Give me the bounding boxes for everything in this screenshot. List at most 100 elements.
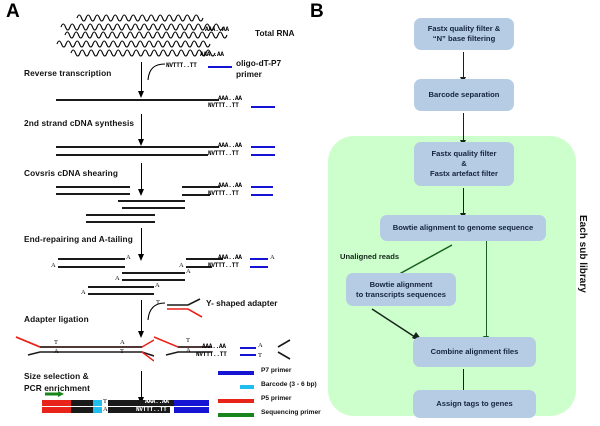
fragment <box>56 193 130 195</box>
flow-box-combine-alignment-files[interactable]: Combine alignment files <box>413 337 536 367</box>
flow-box-line1: Assign tags to genes <box>436 399 513 408</box>
insert-block <box>108 407 170 413</box>
step-label-second-strand: 2nd strand cDNA synthesis <box>24 118 134 129</box>
flow-box-line2: & <box>461 159 467 168</box>
p5-primer-block <box>42 400 71 406</box>
legend-label: P7 primer <box>261 367 292 374</box>
fragment <box>86 214 155 216</box>
a-overhang: A <box>270 254 275 261</box>
p7-primer-block <box>174 407 209 413</box>
p7-primer-bar <box>250 258 268 260</box>
a-overhang: A <box>258 342 263 349</box>
sequencing-primer-arrow-icon <box>45 391 64 397</box>
p7-primer-bar <box>251 106 275 108</box>
flow-arrow <box>137 228 144 261</box>
fragment <box>88 293 154 295</box>
panel-a-label: A <box>6 1 20 22</box>
a-overhang: A <box>186 268 191 275</box>
a-overhang: A <box>115 275 120 282</box>
a-overhang: A <box>179 262 184 269</box>
legend-item-p5-primer: P5 primer <box>218 394 302 408</box>
panel-b-analysis-pipeline: B Each sub library Fastx quality filter … <box>300 0 600 426</box>
fragment <box>58 266 125 268</box>
second-strand-prefix: 2nd strand cDNA synthesis <box>24 118 135 128</box>
flow-box-line1: Bowtie alignment <box>369 279 433 289</box>
flow-arrow <box>137 114 144 146</box>
flow-box-assign-tags-to-genes[interactable]: Assign tags to genes <box>413 390 536 418</box>
flow-box-fastx-quality-artefact-filter[interactable]: Fastx quality filter & Fastx artefact fi… <box>414 142 514 186</box>
cdna-strand <box>56 154 208 156</box>
panel-b-label: B <box>310 1 324 22</box>
poly-a-tail: AAA..AA <box>145 398 169 405</box>
ligated-molecule <box>153 336 291 360</box>
a-overhang: A <box>120 339 125 346</box>
t-overhang: T <box>156 299 160 306</box>
flow-box-bowtie-genome-alignment[interactable]: Bowtie alignment to genome sequence <box>380 215 546 241</box>
flow-box-barcode-separation[interactable]: Barcode separation <box>414 79 514 111</box>
fragment <box>86 221 155 223</box>
step-label-shearing: Covsris cDNA shearing <box>24 168 119 178</box>
flow-arrow <box>459 188 467 219</box>
fragment-with-tail <box>182 194 210 196</box>
poly-a-tail: AAA..AA <box>218 142 242 149</box>
a-overhang: A <box>103 406 108 413</box>
flow-box-fastx-quality-n-filter[interactable]: Fastx quality filter & “N” base filterin… <box>414 18 514 50</box>
oligo-dt-sequence: NVTTT..TT <box>208 190 239 197</box>
flow-arrow <box>137 163 144 196</box>
rna-strand-4 <box>56 36 214 48</box>
oligo-dt-sequence: NVTTT..TT <box>166 62 197 69</box>
rna-strand-1 <box>76 10 206 22</box>
t-overhang: T <box>103 398 107 405</box>
cdna-strand <box>56 146 219 148</box>
unaligned-reads-label: Unaligned reads <box>340 252 400 261</box>
p7-primer-bar <box>251 154 275 156</box>
legend-item-p7-primer: P7 primer <box>218 366 302 380</box>
p7-primer-bar <box>251 186 273 188</box>
legend-label: Barcode (3 - 6 bp) <box>261 381 317 388</box>
fragment <box>58 258 125 260</box>
flow-box-line1: Bowtie alignment to genome sequence <box>392 223 534 232</box>
rna-strand-2 <box>60 19 225 31</box>
fragment <box>122 279 185 281</box>
curved-input-arrow <box>147 63 166 81</box>
poly-a-tail: AAA..AA <box>205 26 229 33</box>
oligo-dt-sequence: NVTTT..TT <box>136 406 167 413</box>
fragment <box>56 186 130 188</box>
adapter-block <box>71 407 93 413</box>
a-overhang: A <box>126 254 131 261</box>
oligo-primer-label-line1: oligo-dT-P7 <box>236 58 282 68</box>
flow-box-line1: Fastx quality filter <box>431 149 497 158</box>
adapter-block <box>71 400 93 406</box>
flow-box-bowtie-transcripts-alignment[interactable]: Bowtie alignment to transcripts sequence… <box>346 273 456 306</box>
legend-item-barcode: Barcode (3 - 6 bp) <box>218 380 317 394</box>
curved-input-arrow <box>147 302 166 321</box>
rna-strand-3 <box>64 27 231 39</box>
flow-arrow <box>459 113 467 146</box>
t-overhang: T <box>120 348 124 355</box>
fragment <box>118 200 185 202</box>
oligo-dt-sequence: NVTTT..TT <box>208 262 239 269</box>
insert-block <box>108 400 174 406</box>
sequencing-primer-swatch <box>218 413 254 417</box>
p7-primer-bar <box>251 194 273 196</box>
oligo-dt-sequence: NVTTT..TT <box>208 102 239 109</box>
barcode-block <box>93 407 102 413</box>
total-rna-label: Total RNA <box>255 28 295 38</box>
p7-primer-bar <box>240 347 256 349</box>
sub-library-label: Each sub library <box>577 215 588 293</box>
fragment-with-tail <box>186 266 212 268</box>
panel-a-library-preparation: A AAA..AA AAA..AA Total RNA Reverse tran… <box>6 1 321 417</box>
a-overhang: A <box>81 289 86 296</box>
p7-primer-bar <box>250 266 268 268</box>
a-overhang: A <box>51 262 56 269</box>
poly-a-tail: AAA..AA <box>218 95 242 102</box>
step-label-size-selection: Size selection & <box>24 371 89 381</box>
oligo-dt-sequence: NVTTT..TT <box>208 150 239 157</box>
fragment-with-tail <box>182 186 220 188</box>
flow-arrow <box>137 300 144 338</box>
fragment <box>88 286 154 288</box>
a-overhang: A <box>186 347 191 354</box>
t-overhang: T <box>54 339 58 346</box>
step-label-reverse-transcription: Reverse transcription <box>24 68 112 78</box>
step-label-pcr-enrichment: PCR enrichment <box>24 383 90 393</box>
